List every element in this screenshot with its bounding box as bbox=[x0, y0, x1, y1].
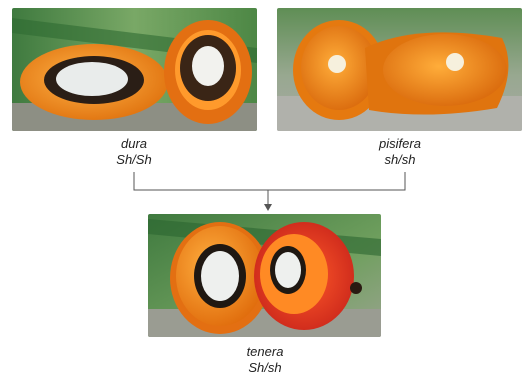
dura-fruit-photo bbox=[12, 8, 257, 131]
pisifera-genotype: sh/sh bbox=[350, 152, 450, 168]
dura-label: dura bbox=[84, 136, 184, 152]
pisifera-label: pisifera bbox=[350, 136, 450, 152]
dura-genotype: Sh/Sh bbox=[84, 152, 184, 168]
tenera-caption: tenera Sh/sh bbox=[215, 344, 315, 376]
pisifera-caption: pisifera sh/sh bbox=[350, 136, 450, 168]
tenera-genotype: Sh/sh bbox=[215, 360, 315, 376]
tenera-fruit-photo bbox=[148, 214, 381, 337]
dura-caption: dura Sh/Sh bbox=[84, 136, 184, 168]
pisifera-fruit-photo bbox=[277, 8, 522, 131]
tenera-label: tenera bbox=[215, 344, 315, 360]
down-arrow-icon bbox=[264, 204, 272, 211]
